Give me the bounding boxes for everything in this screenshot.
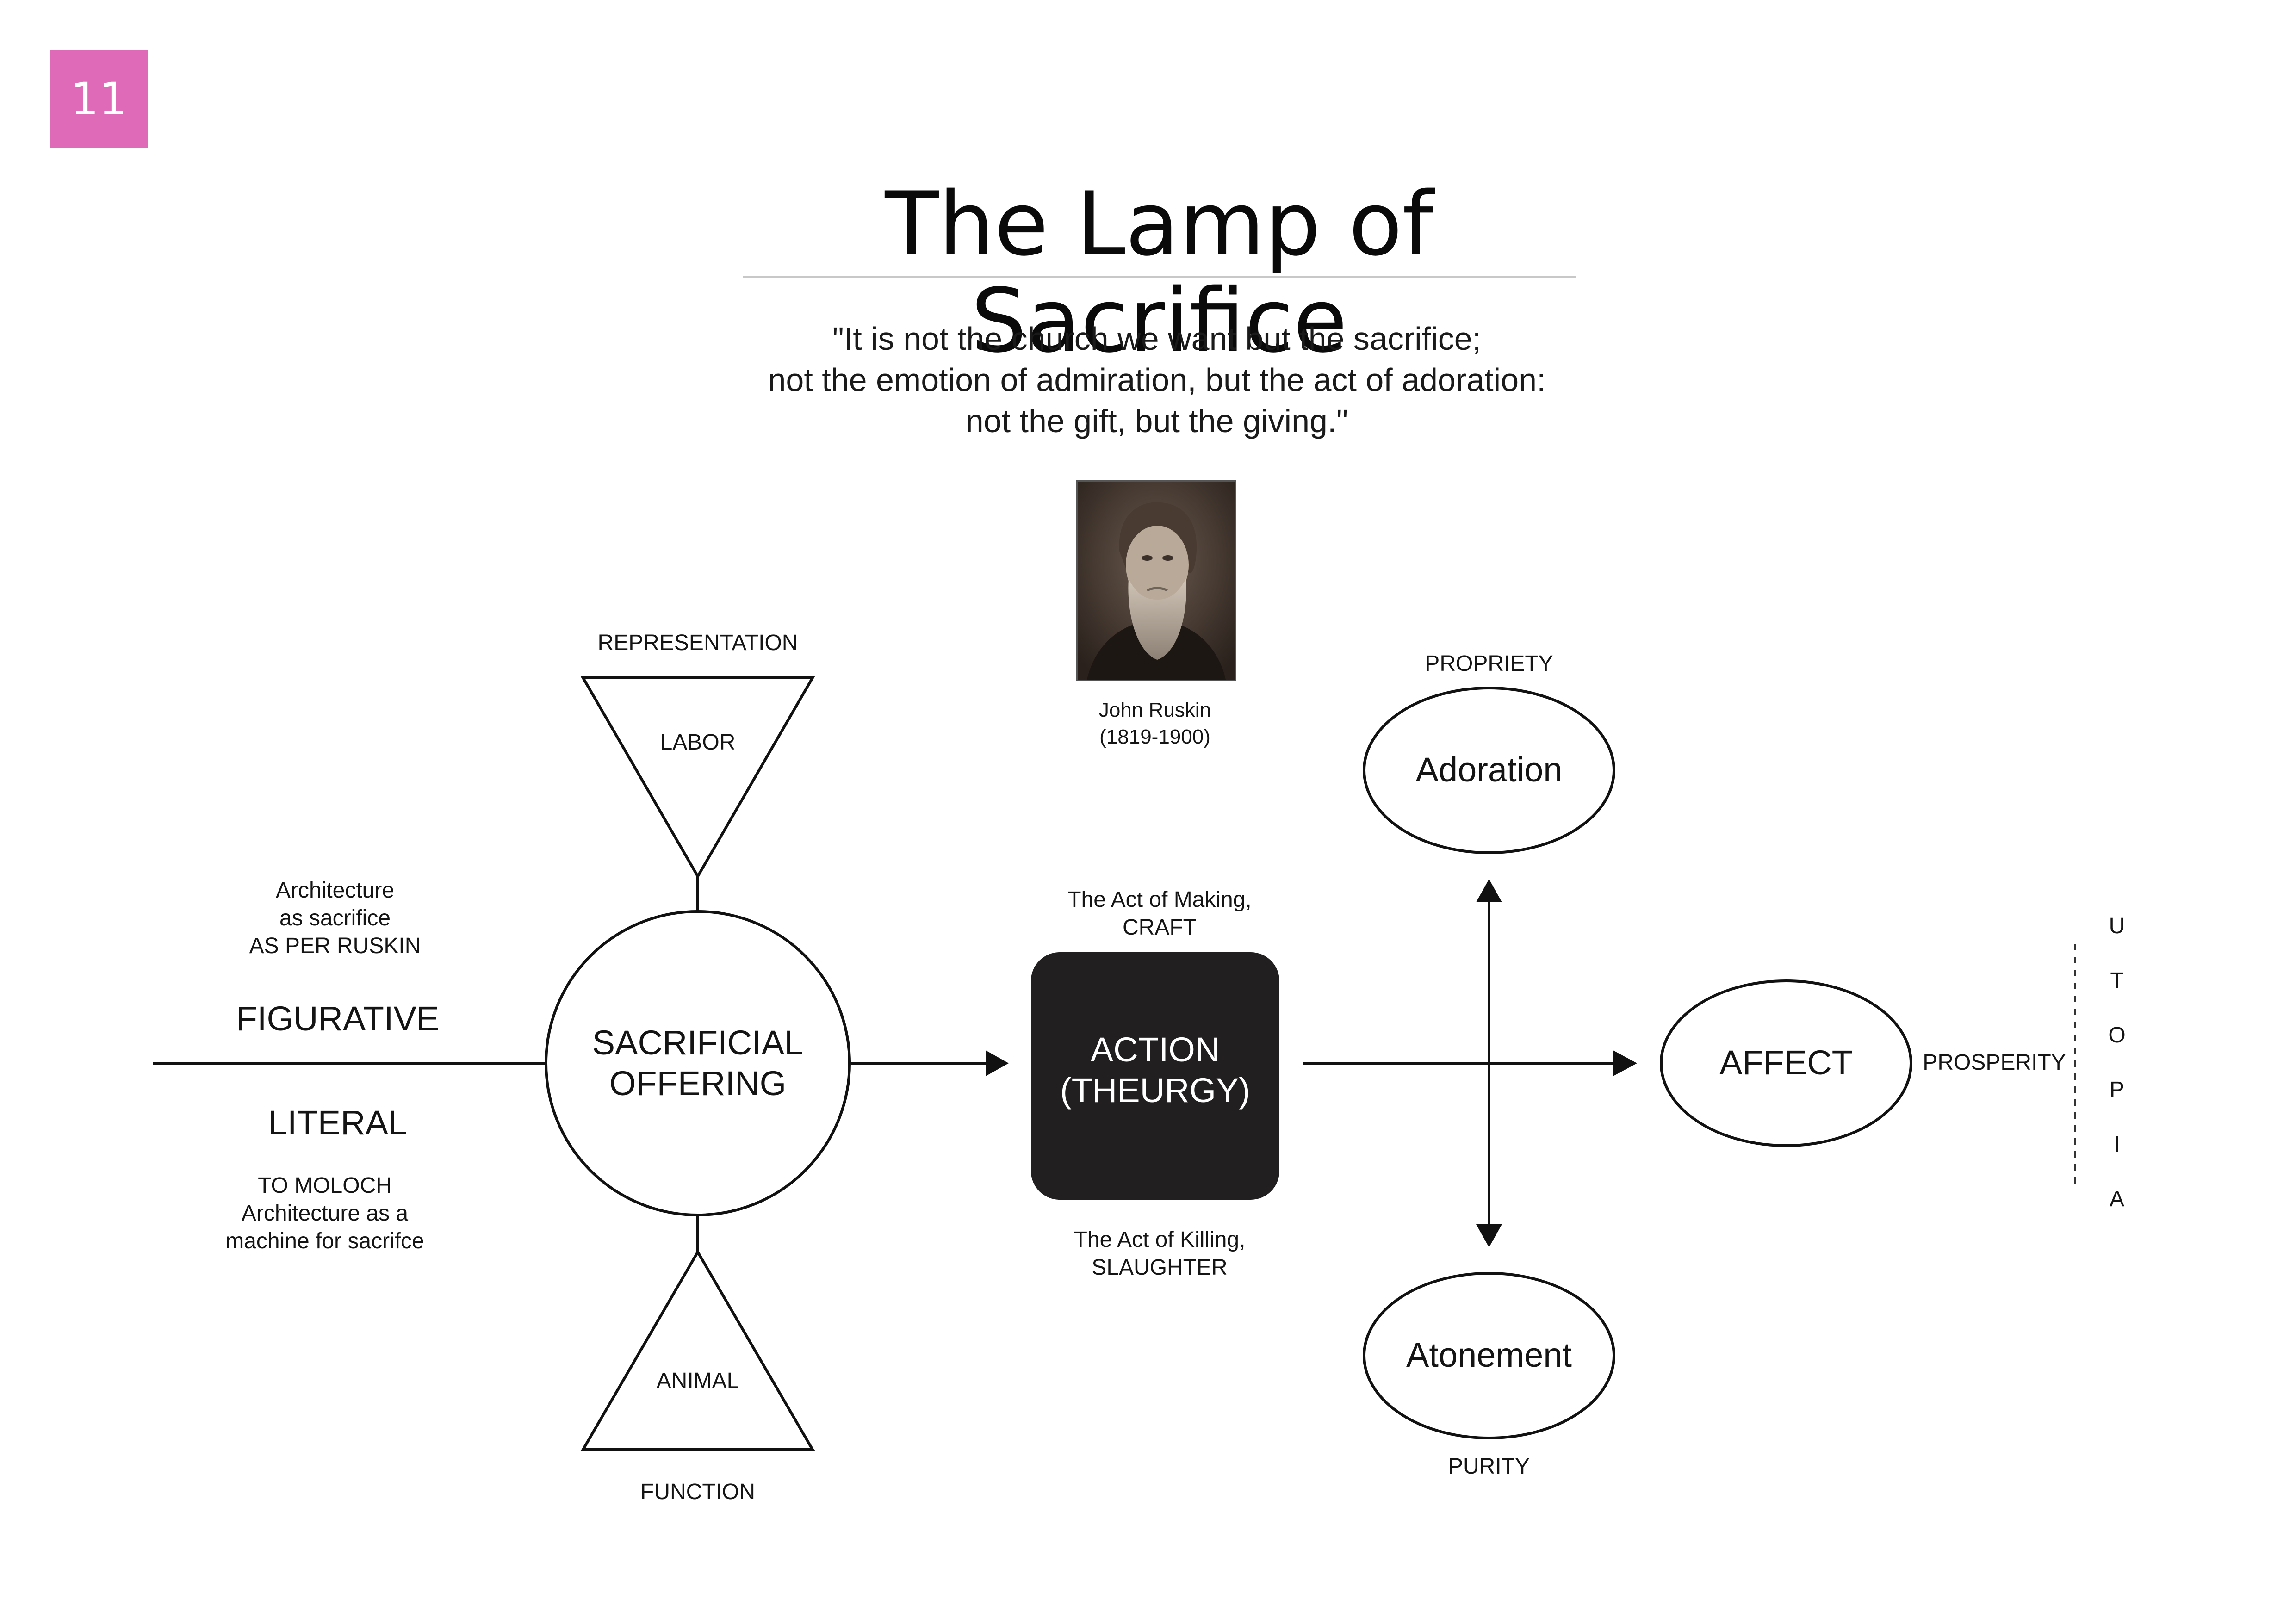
action-label-line-1: ACTION [1090, 1030, 1220, 1069]
representation-caption: REPRESENTATION [597, 631, 798, 655]
labor-label: LABOR [660, 730, 736, 755]
lower-note-line-2: Architecture as a [241, 1201, 409, 1226]
act-of-making-note: The Act of Making, CRAFT [1016, 886, 1303, 942]
arrow-to-affect-head [1613, 1050, 1637, 1076]
act-of-killing-note: The Act of Killing, SLAUGHTER [1016, 1226, 1303, 1282]
animal-triangle [580, 1249, 815, 1451]
utopia-letter-p: P [2109, 1078, 2124, 1102]
adoration-ellipse [1363, 687, 1615, 854]
title-underline [743, 276, 1576, 278]
arrow-down-head [1476, 1224, 1502, 1247]
action-label-line-2: (THEURGY) [1060, 1071, 1251, 1110]
prosperity-caption: PROSPERITY [1923, 1050, 2066, 1075]
adoration-label: Adoration [1415, 750, 1563, 789]
page-number-badge: 11 [50, 50, 148, 148]
portrait-name: John Ruskin [1098, 699, 1211, 721]
atonement-ellipse [1363, 1272, 1615, 1439]
utopia-letter-u: U [2109, 914, 2125, 938]
lower-note-line-3: machine for sacrifce [225, 1229, 424, 1253]
propriety-caption: PROPRIETY [1425, 651, 1553, 676]
quote-line-1: "It is not the church we want but the sa… [832, 321, 1482, 357]
making-line-1: The Act of Making, [1067, 887, 1252, 912]
utopia-letter-i: I [2114, 1132, 2120, 1157]
offering-label-line-2: OFFERING [609, 1064, 787, 1103]
killing-line-1: The Act of Killing, [1074, 1227, 1246, 1252]
ruskin-portrait [1076, 480, 1236, 681]
animal-label: ANIMAL [656, 1369, 739, 1393]
offering-label-line-1: SACRIFICIAL [592, 1023, 804, 1062]
portrait-image [1078, 482, 1235, 680]
atonement-label: Atonement [1406, 1336, 1572, 1374]
utopia-letter-o: O [2108, 1023, 2126, 1048]
affect-ellipse [1660, 979, 1912, 1147]
action-box [1031, 952, 1279, 1200]
upper-note-line-3: AS PER RUSKIN [249, 934, 421, 958]
utopia-letter-t: T [2110, 968, 2124, 993]
utopia-letter-a: A [2109, 1187, 2124, 1211]
portrait-dates: (1819-1900) [1099, 725, 1210, 748]
page-title: The Lamp of Sacrifice [885, 173, 1433, 372]
killing-line-2: SLAUGHTER [1092, 1255, 1228, 1280]
upper-note-line-1: Architecture [275, 878, 395, 903]
arrow-up-head [1476, 879, 1502, 902]
sacrificial-offering-label: SACRIFICIAL OFFERING [559, 1017, 837, 1110]
upper-note-line-2: as sacrifice [279, 906, 391, 930]
architecture-as-sacrifice-note: Architecture as sacrifice AS PER RUSKIN [219, 877, 451, 960]
action-theurgy-label: ACTION (THEURGY) [1031, 1024, 1279, 1116]
figurative-label: FIGURATIVE [236, 999, 440, 1038]
moloch-note: TO MOLOCH Architecture as a machine for … [186, 1172, 464, 1255]
making-line-2: CRAFT [1123, 915, 1197, 940]
labor-triangle [580, 676, 815, 879]
portrait-caption: John Ruskin (1819-1900) [1062, 697, 1247, 750]
arrow-to-action-head [986, 1050, 1009, 1076]
function-caption: FUNCTION [640, 1480, 755, 1504]
ruskin-quote: "It is not the church we want but the sa… [694, 318, 1620, 442]
lower-note-line-1: TO MOLOCH [258, 1173, 392, 1198]
affect-label: AFFECT [1719, 1043, 1853, 1082]
quote-line-3: not the gift, but the giving." [965, 403, 1348, 439]
quote-line-2: not the emotion of admiration, but the a… [768, 362, 1546, 398]
purity-caption: PURITY [1448, 1454, 1530, 1479]
literal-label: LITERAL [268, 1103, 408, 1142]
